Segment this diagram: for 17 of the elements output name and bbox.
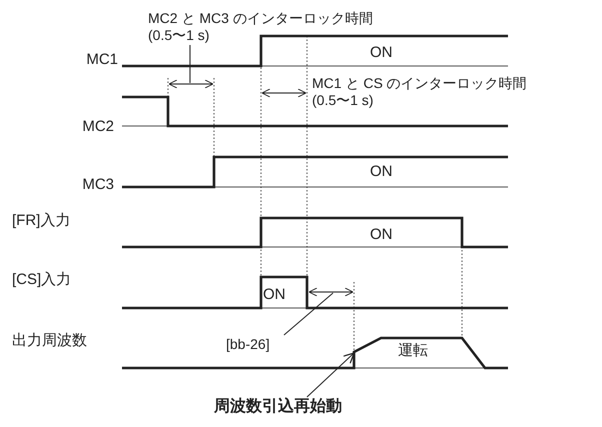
state-label: ON (263, 286, 286, 303)
state-label: ON (370, 226, 392, 243)
annotation-text: MC1 と CS のインターロック時間 (0.5〜1 s) (312, 75, 528, 109)
signal-label: [FR]入力 (12, 212, 70, 229)
annotation-text: MC2 と MC3 のインターロック時間 (0.5〜1 s) (148, 10, 398, 44)
arrow (306, 352, 355, 398)
caption-text: 周波数引込再始動 (214, 398, 342, 415)
state-label: ON (370, 163, 392, 180)
state-label: 運転 (398, 342, 428, 359)
signal-label: MC3 (81, 176, 114, 193)
state-label: ON (370, 44, 392, 61)
signal-label: [CS]入力 (12, 271, 72, 288)
signal-label: 出力周波数 (12, 332, 87, 349)
parameter-label: [bb-26] (226, 336, 270, 353)
leader-line (284, 292, 334, 336)
signal-label: MC2 (81, 118, 114, 135)
signal-label: MC1 (85, 51, 118, 68)
